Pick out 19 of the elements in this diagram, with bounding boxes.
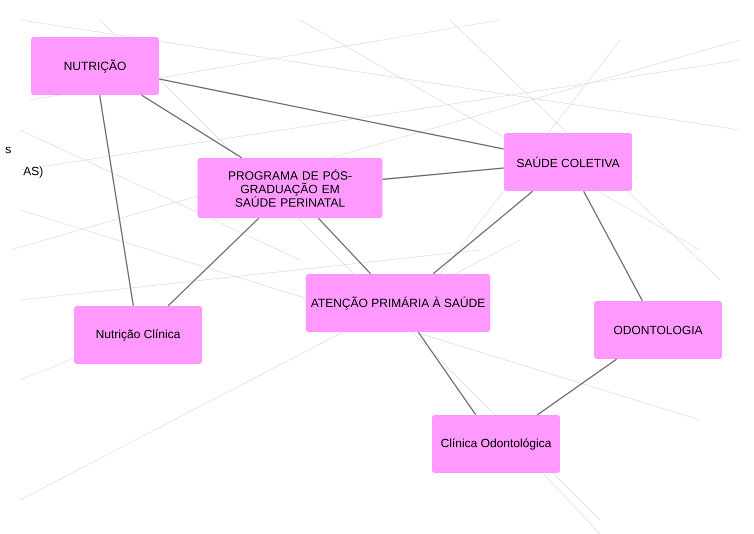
cut-off-label: AS) (23, 166, 42, 178)
edge-line (168, 218, 260, 306)
edge-line (432, 190, 534, 274)
node-box: ATENÇÃO PRIMÁRIA À SAÚDE (306, 274, 490, 332)
edge-line (159, 78, 504, 150)
edge-line (418, 332, 476, 416)
edge-line (382, 167, 504, 180)
node-box: SAÚDE COLETIVA (504, 132, 632, 191)
edge-line (318, 218, 372, 274)
node-box: PROGRAMA DE PÓS-GRADUAÇÃO EM SAÚDE PERINATAL (198, 158, 382, 218)
edge-line (99, 95, 134, 306)
edge-line (583, 190, 643, 302)
node-box: NUTRIÇÃO (31, 37, 159, 95)
edge-line (141, 94, 242, 158)
node-box: ODONTOLOGIA (594, 300, 722, 359)
node-box: Nutrição Clínica (74, 306, 202, 364)
edge-line (537, 358, 617, 416)
cut-off-label: s (6, 146, 11, 154)
node-box: Clínica Odontológica (432, 414, 560, 473)
